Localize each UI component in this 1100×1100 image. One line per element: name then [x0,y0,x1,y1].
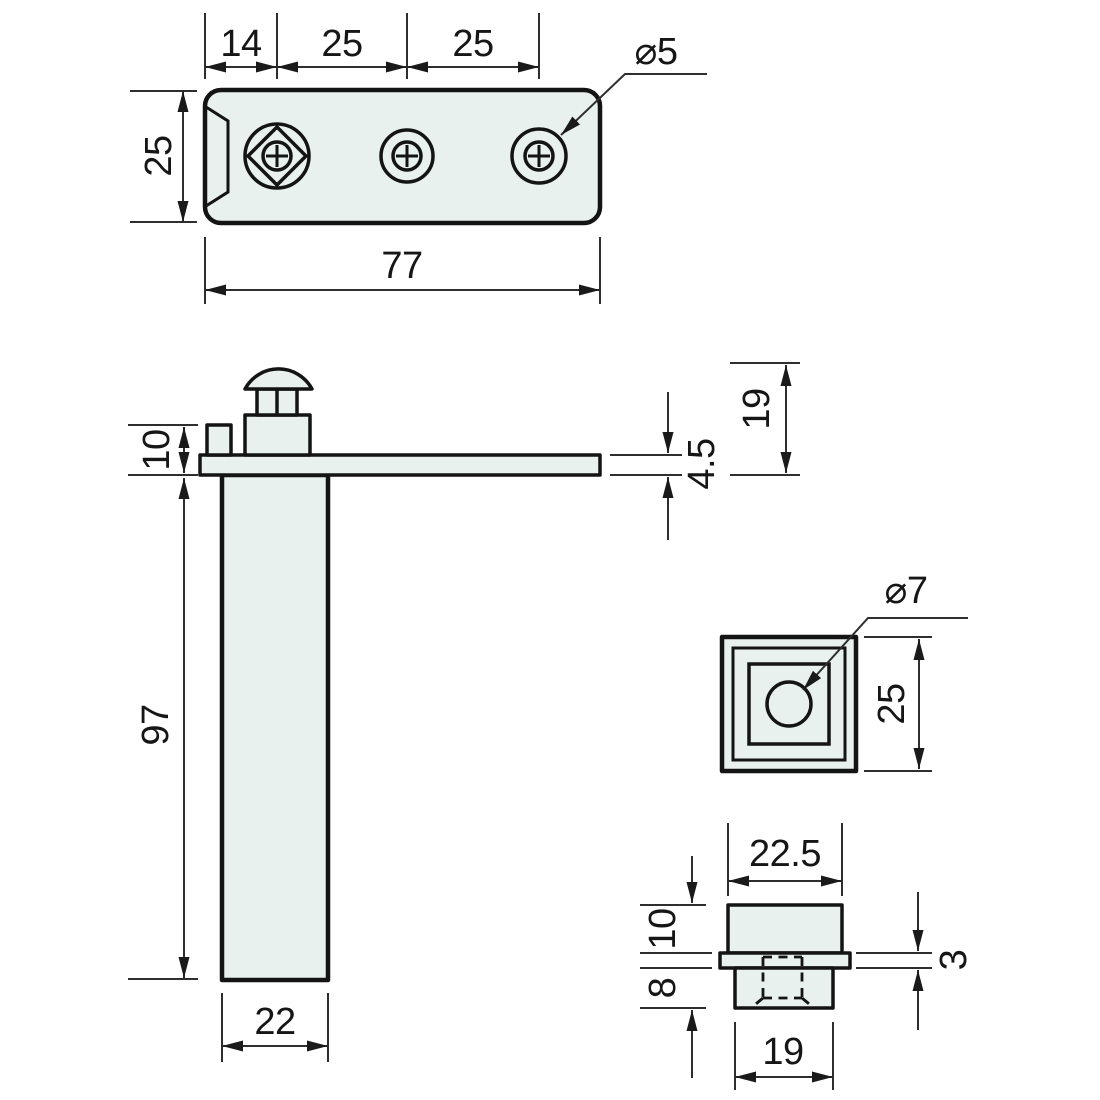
dim-flange-thickness: 3 [856,892,975,1030]
dim-label-pitch-a: 25 [321,23,362,65]
dim-hole-spacing-chain: 14 25 25 [204,13,540,79]
dim-label-fitting-height: 19 [736,388,778,429]
fitting-dome-cap [243,367,314,391]
extension-lines [730,362,800,476]
dim-plate-depth: 25 [130,90,197,223]
leader-center-hole-diameter: ⌀7 [802,570,968,691]
extension-lines [640,967,712,1009]
screw-hole-3 [510,127,568,185]
dim-plate-length: 77 [204,237,601,304]
locating-tab [205,423,233,457]
mounting-plate-edge [198,453,602,477]
dim-leg-width: 22 [221,993,329,1062]
plate-left-chamfer [205,105,230,208]
dim-label-flange-thickness: 3 [933,950,975,971]
dim-leg-square-width: 25 [864,636,932,772]
insert-pocket-square [747,662,831,746]
dim-label-pitch-b: 25 [452,23,493,65]
dim-label-plate-length: 77 [381,245,422,287]
center-hole [765,680,813,728]
insert-body [733,966,835,1010]
dim-label-cap-height: 10 [642,908,684,949]
dim-plate-thickness: 4.5 [610,392,723,540]
leader-line [560,73,707,136]
insert-flange [718,951,852,970]
dim-label-body-width: 19 [762,1031,803,1073]
extension-lines [864,636,932,772]
extension-lines [640,904,712,954]
dim-body-width: 19 [734,1022,834,1090]
dim-label-cap-width: 22.5 [749,833,821,875]
side-view-leg: 10 97 22 4.5 19 [128,362,800,1062]
dim-label-leg-square-width: 25 [871,683,913,724]
dim-label-body-height: 8 [642,978,684,999]
dim-label-plate-thickness: 4.5 [681,438,723,489]
extension-lines [610,454,682,476]
dim-label-hole-dia: ⌀5 [634,31,677,73]
hole-outer-circle [243,122,311,190]
extension-lines [856,952,932,969]
dim-label-edge-to-hole: 14 [220,23,262,65]
dim-label-leg-length: 97 [135,704,177,745]
top-view-mounting-plate: 14 25 25 25 77 ⌀5 [130,13,707,304]
leg-body [219,472,331,983]
detail-view-glide-insert: 22.5 10 8 3 19 [640,823,975,1090]
hole-inner-circle [261,140,293,172]
hole-inner-circle [523,140,555,172]
hole-outer-circle [379,128,435,184]
dim-label-mount-offset: 10 [136,429,178,470]
leader-hole-diameter: ⌀5 [560,31,707,136]
extension-lines [128,424,198,476]
bottom-view-leg: ⌀7 25 [719,570,968,774]
screw-hole-2 [379,128,435,184]
fitting-base-block [243,413,312,457]
hole-inner-circle [391,140,423,172]
dim-cap-width: 22.5 [727,823,843,896]
leg-middle-square [731,646,847,762]
dim-label-center-hole-dia: ⌀7 [884,570,927,612]
hole-cross [266,145,288,167]
screw-hole-1 [243,122,311,190]
dim-body-height: 8 [640,967,712,1078]
extension-lines [204,13,540,79]
hole-outer-circle [510,127,568,185]
hole-cross [396,145,418,167]
dim-cap-height: 10 [640,856,712,954]
hidden-bore-outline [750,955,815,1010]
dim-label-leg-width: 22 [254,1001,295,1043]
dim-mount-offset: 10 [128,424,198,476]
leg-outer-square [719,634,859,774]
hole-diamond [245,124,309,188]
dim-leg-length: 97 [128,478,198,980]
leader-line [802,617,968,691]
insert-cap [726,903,844,955]
hole-cross [528,145,550,167]
dim-label-plate-depth: 25 [138,135,180,176]
dim-fitting-height: 19 [730,362,800,476]
